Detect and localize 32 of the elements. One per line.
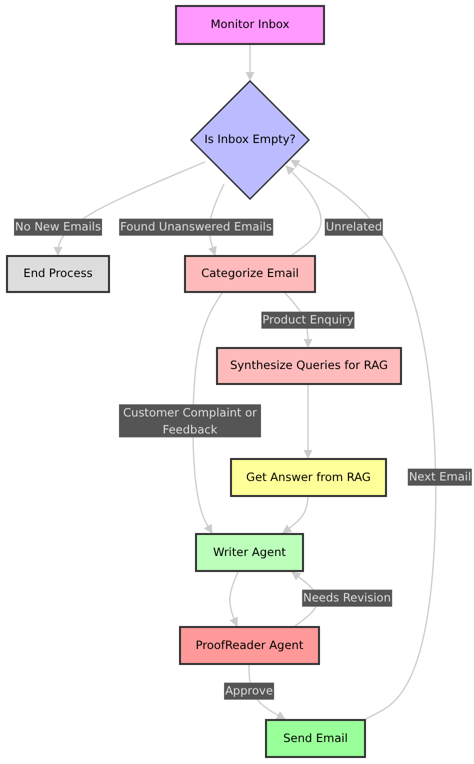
edge-label: Found Unanswered Emails: [119, 218, 273, 236]
edge-label: Next Email: [408, 468, 472, 486]
process-box: [230, 458, 387, 497]
node-label: End Process: [23, 267, 93, 281]
arrow: [282, 496, 309, 534]
node-label: Get Answer from RAG: [246, 470, 371, 484]
process-box: [184, 255, 316, 293]
process-box: [175, 5, 325, 45]
process-box: [6, 255, 110, 293]
edge-label: No New Emails: [14, 218, 102, 236]
node-label: Is Inbox Empty?: [204, 133, 296, 147]
process-box: [216, 347, 402, 385]
edge-label: Approve: [224, 682, 274, 700]
arrow: [285, 165, 322, 256]
edge-label: Unrelated: [324, 218, 384, 236]
node-label: Synthesize Queries for RAG: [230, 359, 388, 373]
edge-label: Product Enquiry: [261, 312, 355, 328]
arrow: [245, 45, 255, 81]
edge-label: Customer Complaint or Feedback: [119, 404, 261, 438]
process-box: [265, 719, 366, 758]
arrow: [303, 385, 313, 459]
edge-label: Needs Revision: [302, 590, 392, 606]
arrow: [290, 159, 436, 720]
node-label: Send Email: [283, 732, 348, 746]
arrow: [229, 572, 239, 627]
process-box: [195, 533, 304, 572]
decision-diamond: [190, 80, 310, 200]
node-label: Writer Agent: [213, 546, 286, 560]
process-box: [179, 626, 320, 665]
node-label: ProofReader Agent: [196, 638, 304, 652]
node-label: Monitor Inbox: [210, 18, 290, 32]
node-label: Categorize Email: [201, 267, 299, 281]
